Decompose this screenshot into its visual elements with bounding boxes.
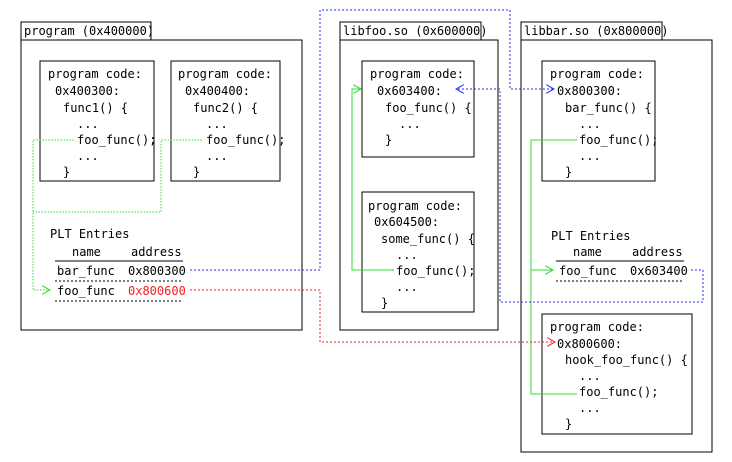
code-block-libbar-bar-text: program code: 0x800300: bar_func() { ...… [550,67,666,179]
code-block-libfoo-foo [361,60,475,158]
plt-program-row-1-name: foo_func [57,284,115,298]
module-program-box [20,39,303,331]
code-block-libbar-hook-text: program code: 0x800600: hook_foo_func() … [550,320,695,431]
code-block-libfoo-some-text: program code: 0x604500: some_func() { ..… [368,199,483,310]
plt-libbar-row-0-name: foo_func [559,264,617,278]
code-block-func1-text: program code: 0x400300: func1() { ... fo… [48,67,164,179]
code-block-libbar-bar [541,60,656,182]
module-libbar-label: libbar.so (0x800000) [524,24,669,38]
code-block-libfoo-foo-text: program code: 0x603400: foo_func() { ...… [370,67,479,147]
code-block-func2 [170,60,281,182]
plt-libbar-col-name: name [573,245,602,259]
module-libfoo-box [339,39,499,331]
plt-libbar-row-0-address: 0x603400 [630,264,688,278]
plt-program-row-0-address: 0x800300 [128,264,186,278]
code-block-func2-text: program code: 0x400400: func2() { ... fo… [178,67,293,179]
module-program-label: program (0x400000) [24,24,154,38]
plt-libbar-col-address: address [632,245,683,259]
module-libfoo-label: libfoo.so (0x600000) [343,24,488,38]
call-arrow-libbar-hook-to-plt [530,270,577,395]
call-arrow-func2-to-plt [33,139,202,213]
plt-program-row-1-address: 0x800600 [128,284,186,298]
plt-program-col-name: name [72,245,101,259]
code-block-func1 [39,60,155,182]
link-bar-func-plt-to-libbar [190,9,554,271]
module-program: program (0x400000) program code: 0x40030… [20,21,303,331]
link-foo-func-libbar-plt-to-libfoo [456,89,704,303]
plt-libbar-title: PLT Entries [551,229,630,243]
call-arrow-libbar-bar-to-plt [530,139,577,270]
plt-table-libbar: PLT Entries name address foo_func 0x6034… [551,229,688,282]
call-arrow-libfoo-some-to-foo [351,89,394,271]
plt-program-col-address: address [131,245,182,259]
plt-table-program: PLT Entries name address bar_func 0x8003… [50,227,186,302]
call-arrow-func1-to-plt [32,139,74,290]
module-libbar-box [520,39,713,453]
code-block-libbar-hook [541,313,693,435]
module-libbar: libbar.so (0x800000) program code: 0x800… [520,21,713,453]
module-libfoo: libfoo.so (0x600000) program code: 0x603… [339,21,499,331]
plt-program-row-0-name: bar_func [57,264,115,278]
code-block-libfoo-some [361,191,475,313]
plt-program-title: PLT Entries [50,227,129,241]
link-foo-func-plt-to-hook [190,289,555,342]
